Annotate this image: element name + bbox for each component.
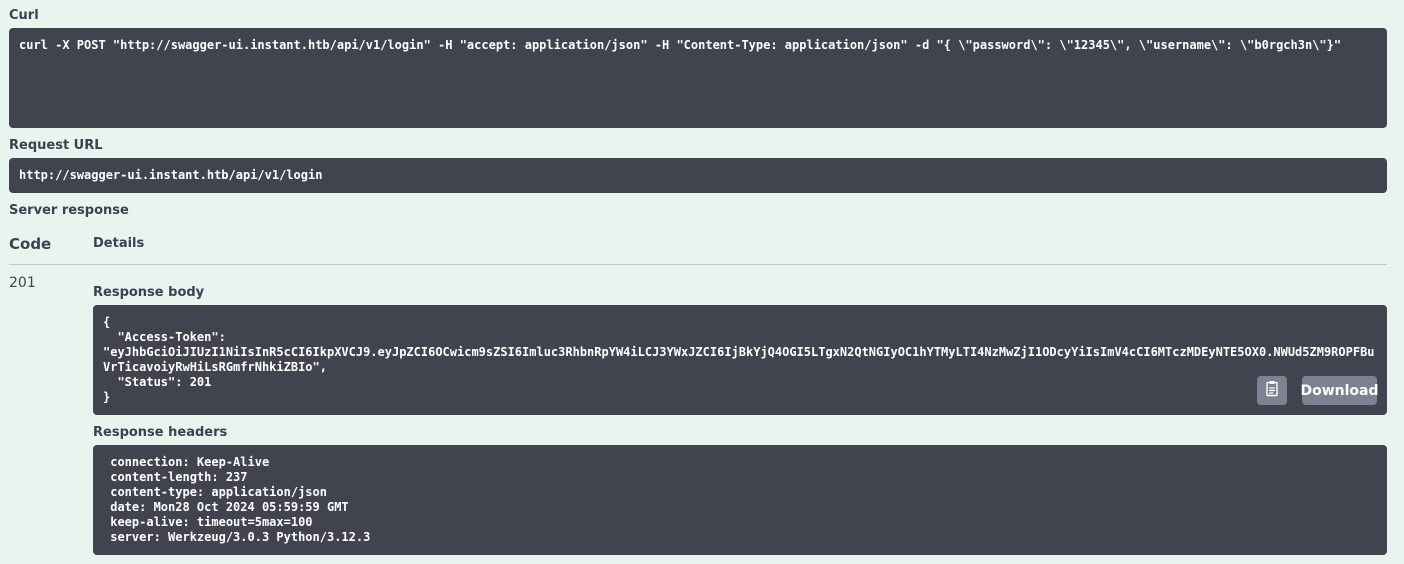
response-body-line: "Access-Token": <box>103 330 226 344</box>
copy-to-clipboard-button[interactable] <box>1257 376 1287 405</box>
response-header-line: server: Werkzeug/3.0.3 Python/3.12.3 <box>103 530 371 544</box>
clipboard-icon <box>1264 380 1280 402</box>
code-column-header: Code <box>9 235 52 253</box>
response-headers-box[interactable]: connection: Keep-Alive content-length: 2… <box>93 445 1387 555</box>
response-code: 201 <box>9 275 36 291</box>
response-body-box[interactable]: { "Access-Token": "eyJhbGciOiJIUzI1NiIsI… <box>93 305 1387 415</box>
response-header-line: content-length: 237 <box>103 470 248 484</box>
response-body-line: "eyJhbGciOiJIUzI1NiIsInR5cCI6IkpXVCJ9.ey… <box>103 345 1375 374</box>
curl-command-box[interactable]: curl -X POST "http://swagger-ui.instant.… <box>9 28 1387 128</box>
response-header-line: content-type: application/json <box>103 485 327 499</box>
request-url-label: Request URL <box>9 138 103 153</box>
curl-command-text: curl -X POST "http://swagger-ui.instant.… <box>19 38 1342 52</box>
details-column-header: Details <box>93 236 145 251</box>
server-response-label: Server response <box>9 203 129 218</box>
response-header-line: keep-alive: timeout=5max=100 <box>103 515 313 529</box>
request-url-box[interactable]: http://swagger-ui.instant.htb/api/v1/log… <box>9 158 1387 193</box>
response-body-line: "Status": 201 <box>103 375 212 389</box>
response-body-label: Response body <box>93 285 205 300</box>
download-button[interactable]: Download <box>1300 376 1379 405</box>
table-header-divider <box>9 264 1387 265</box>
response-headers-label: Response headers <box>93 425 228 440</box>
response-header-line: connection: Keep-Alive <box>103 455 270 469</box>
curl-label: Curl <box>9 8 39 23</box>
response-body-line: } <box>103 390 111 404</box>
response-body-line: { <box>103 315 111 329</box>
response-header-line: date: Mon28 Oct 2024 05:59:59 GMT <box>103 500 349 514</box>
request-url-text: http://swagger-ui.instant.htb/api/v1/log… <box>19 168 323 182</box>
